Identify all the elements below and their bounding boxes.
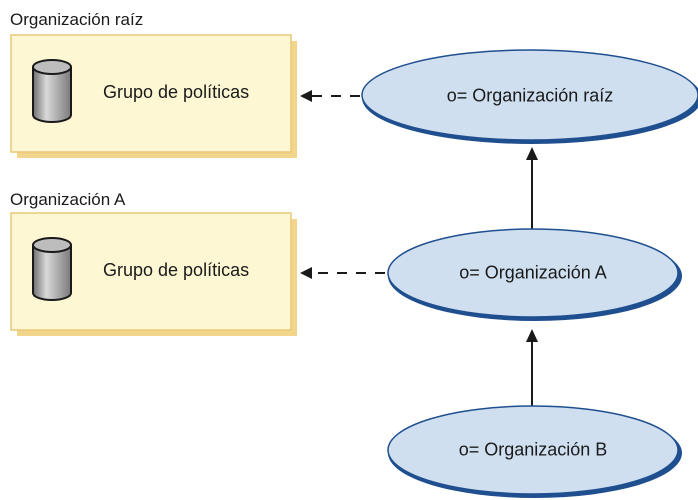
policy-group-box-root: [10, 34, 297, 158]
database-icon: [32, 237, 72, 301]
database-icon: [32, 59, 72, 123]
arrow-b-to-a: [526, 329, 538, 408]
org-node-b: [387, 405, 682, 498]
dashed-arrow-a-to-policy: [300, 267, 385, 279]
policy-group-label-root: Grupo de políticas: [103, 82, 250, 102]
org-node-label-root: o= Organización raíz: [446, 85, 614, 106]
group-title-a: Organización A: [10, 190, 126, 209]
org-node-a: [387, 228, 682, 321]
arrow-a-to-root: [526, 147, 538, 232]
org-node-label-b: o= Organización B: [458, 439, 608, 460]
dashed-arrow-root-to-policy: [300, 90, 360, 102]
group-title-root: Organización raíz: [10, 10, 144, 29]
policy-group-label-a: Grupo de políticas: [103, 260, 250, 280]
org-node-root: [361, 49, 698, 144]
org-node-label-a: o= Organización A: [459, 262, 607, 283]
policy-group-box-a: [10, 212, 297, 336]
